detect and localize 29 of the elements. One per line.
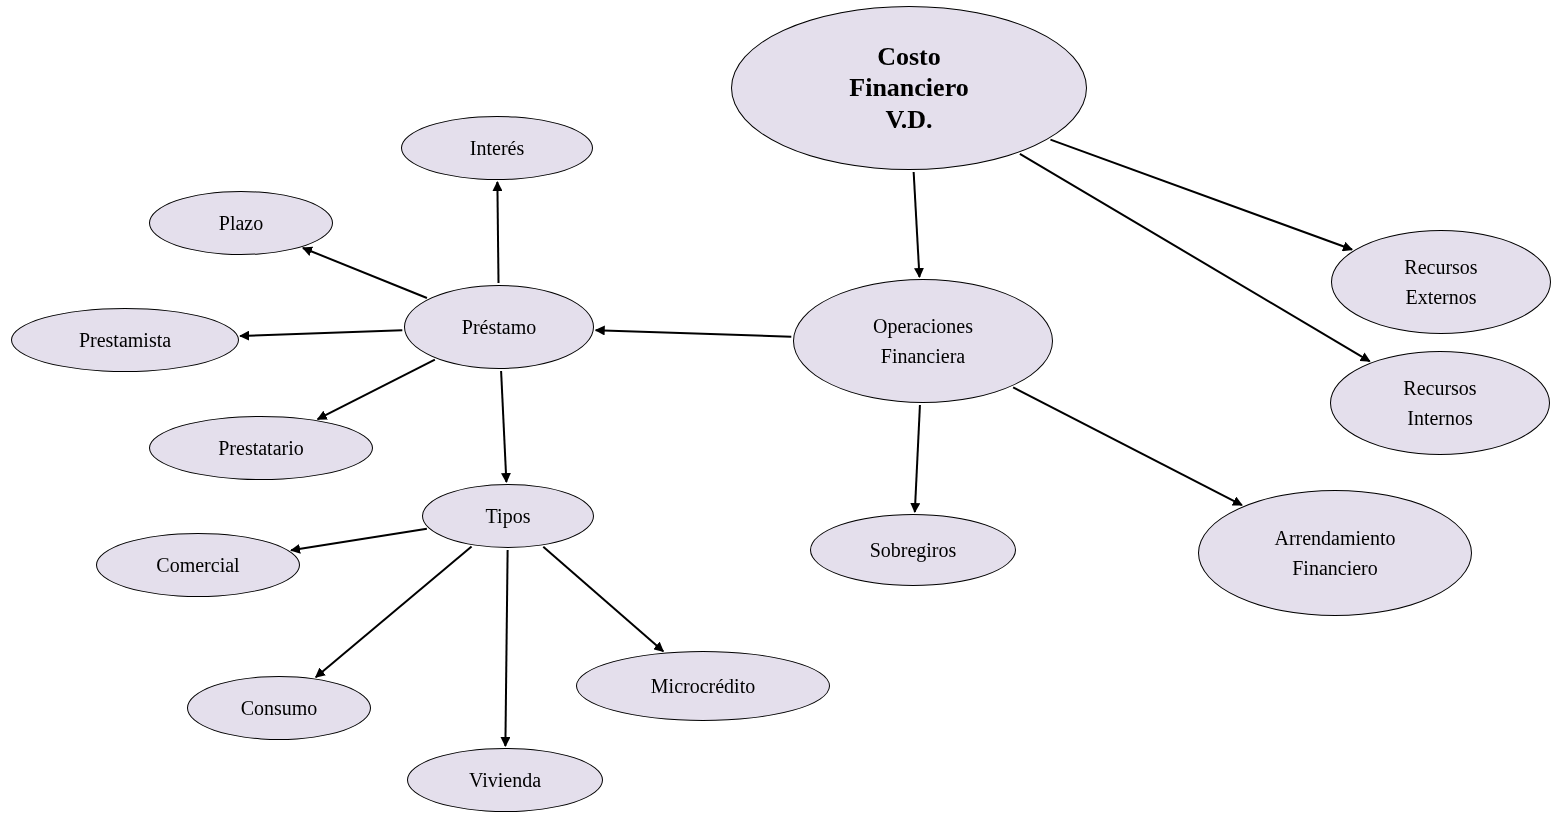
arrow [316, 358, 436, 421]
arrow [1012, 386, 1243, 507]
arrow [910, 404, 921, 513]
arrow [1018, 152, 1371, 363]
node-label: Consumo [240, 696, 318, 721]
arrow [594, 325, 793, 338]
node-label: Comercial [156, 553, 240, 578]
node-label: Vivienda [468, 768, 542, 793]
arrow [912, 170, 924, 278]
node-label: Arrendamiento Financiero [1273, 526, 1397, 581]
node-label: Préstamo [461, 315, 537, 340]
node-label: Microcrédito [650, 674, 756, 699]
node-label: Sobregiros [869, 538, 957, 564]
node-label: Operaciones Financiera [872, 314, 974, 369]
arrow [239, 329, 404, 341]
node-label: Recursos Internos [1402, 376, 1478, 431]
node-label: Tipos [485, 504, 531, 530]
node-label: Recursos Externos [1403, 255, 1479, 310]
node-label: Costo Financiero V.D. [848, 41, 970, 135]
arrow [1049, 138, 1353, 252]
arrow [290, 527, 428, 554]
arrow [500, 370, 511, 483]
arrow [301, 246, 428, 299]
node-label: Interés [469, 136, 525, 161]
node-label: Prestatario [218, 436, 304, 461]
node-label: Prestamista [78, 328, 172, 353]
node-label: Plazo [218, 211, 264, 236]
arrow [500, 549, 511, 747]
arrow [492, 181, 503, 284]
